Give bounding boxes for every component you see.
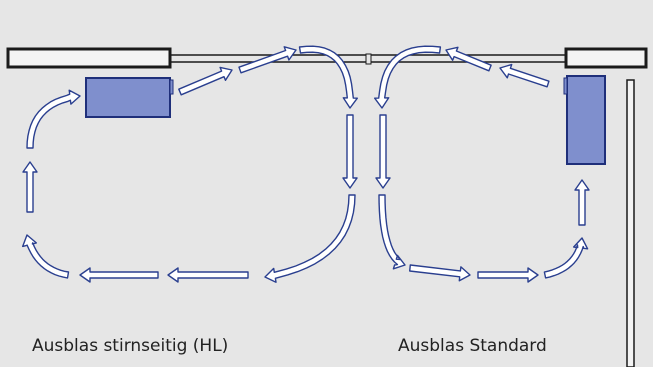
arrow-right-curve-bottom	[378, 194, 406, 270]
ceiling-joint	[365, 53, 372, 65]
arrow-left-curve-top	[298, 45, 358, 109]
side-wall-right	[626, 79, 635, 367]
arrow-left-outflow-2	[238, 46, 297, 74]
arrow-left-floor-1	[167, 267, 249, 283]
arrow-right-up	[574, 179, 590, 226]
arrow-left-floor-2	[79, 267, 159, 283]
unit-right	[566, 75, 606, 165]
arrow-left-curve-bottom	[264, 194, 356, 283]
arrow-right-floor-2	[477, 267, 539, 283]
arrow-left-return	[26, 89, 81, 149]
label-left-variant: Ausblas stirnseitig (HL)	[32, 336, 229, 356]
arrow-left-up	[22, 161, 38, 213]
arrow-left-outflow-1	[178, 66, 233, 96]
arrow-left-corner	[22, 234, 70, 279]
unit-right-outlet	[563, 77, 568, 95]
unit-left-outlet	[169, 79, 174, 95]
ceiling-wall-left	[6, 47, 172, 69]
arrow-right-down	[375, 114, 391, 189]
arrow-right-corner	[543, 237, 589, 279]
arrow-right-outflow-2	[445, 46, 492, 72]
arrow-left-down	[342, 114, 358, 189]
arrow-right-outflow-1	[499, 63, 550, 88]
ceiling-wall-right	[564, 47, 648, 69]
label-right-variant: Ausblas Standard	[398, 336, 547, 356]
arrow-right-curve-top	[374, 45, 442, 109]
arrow-right-floor-1	[409, 264, 471, 282]
unit-left	[85, 77, 171, 118]
